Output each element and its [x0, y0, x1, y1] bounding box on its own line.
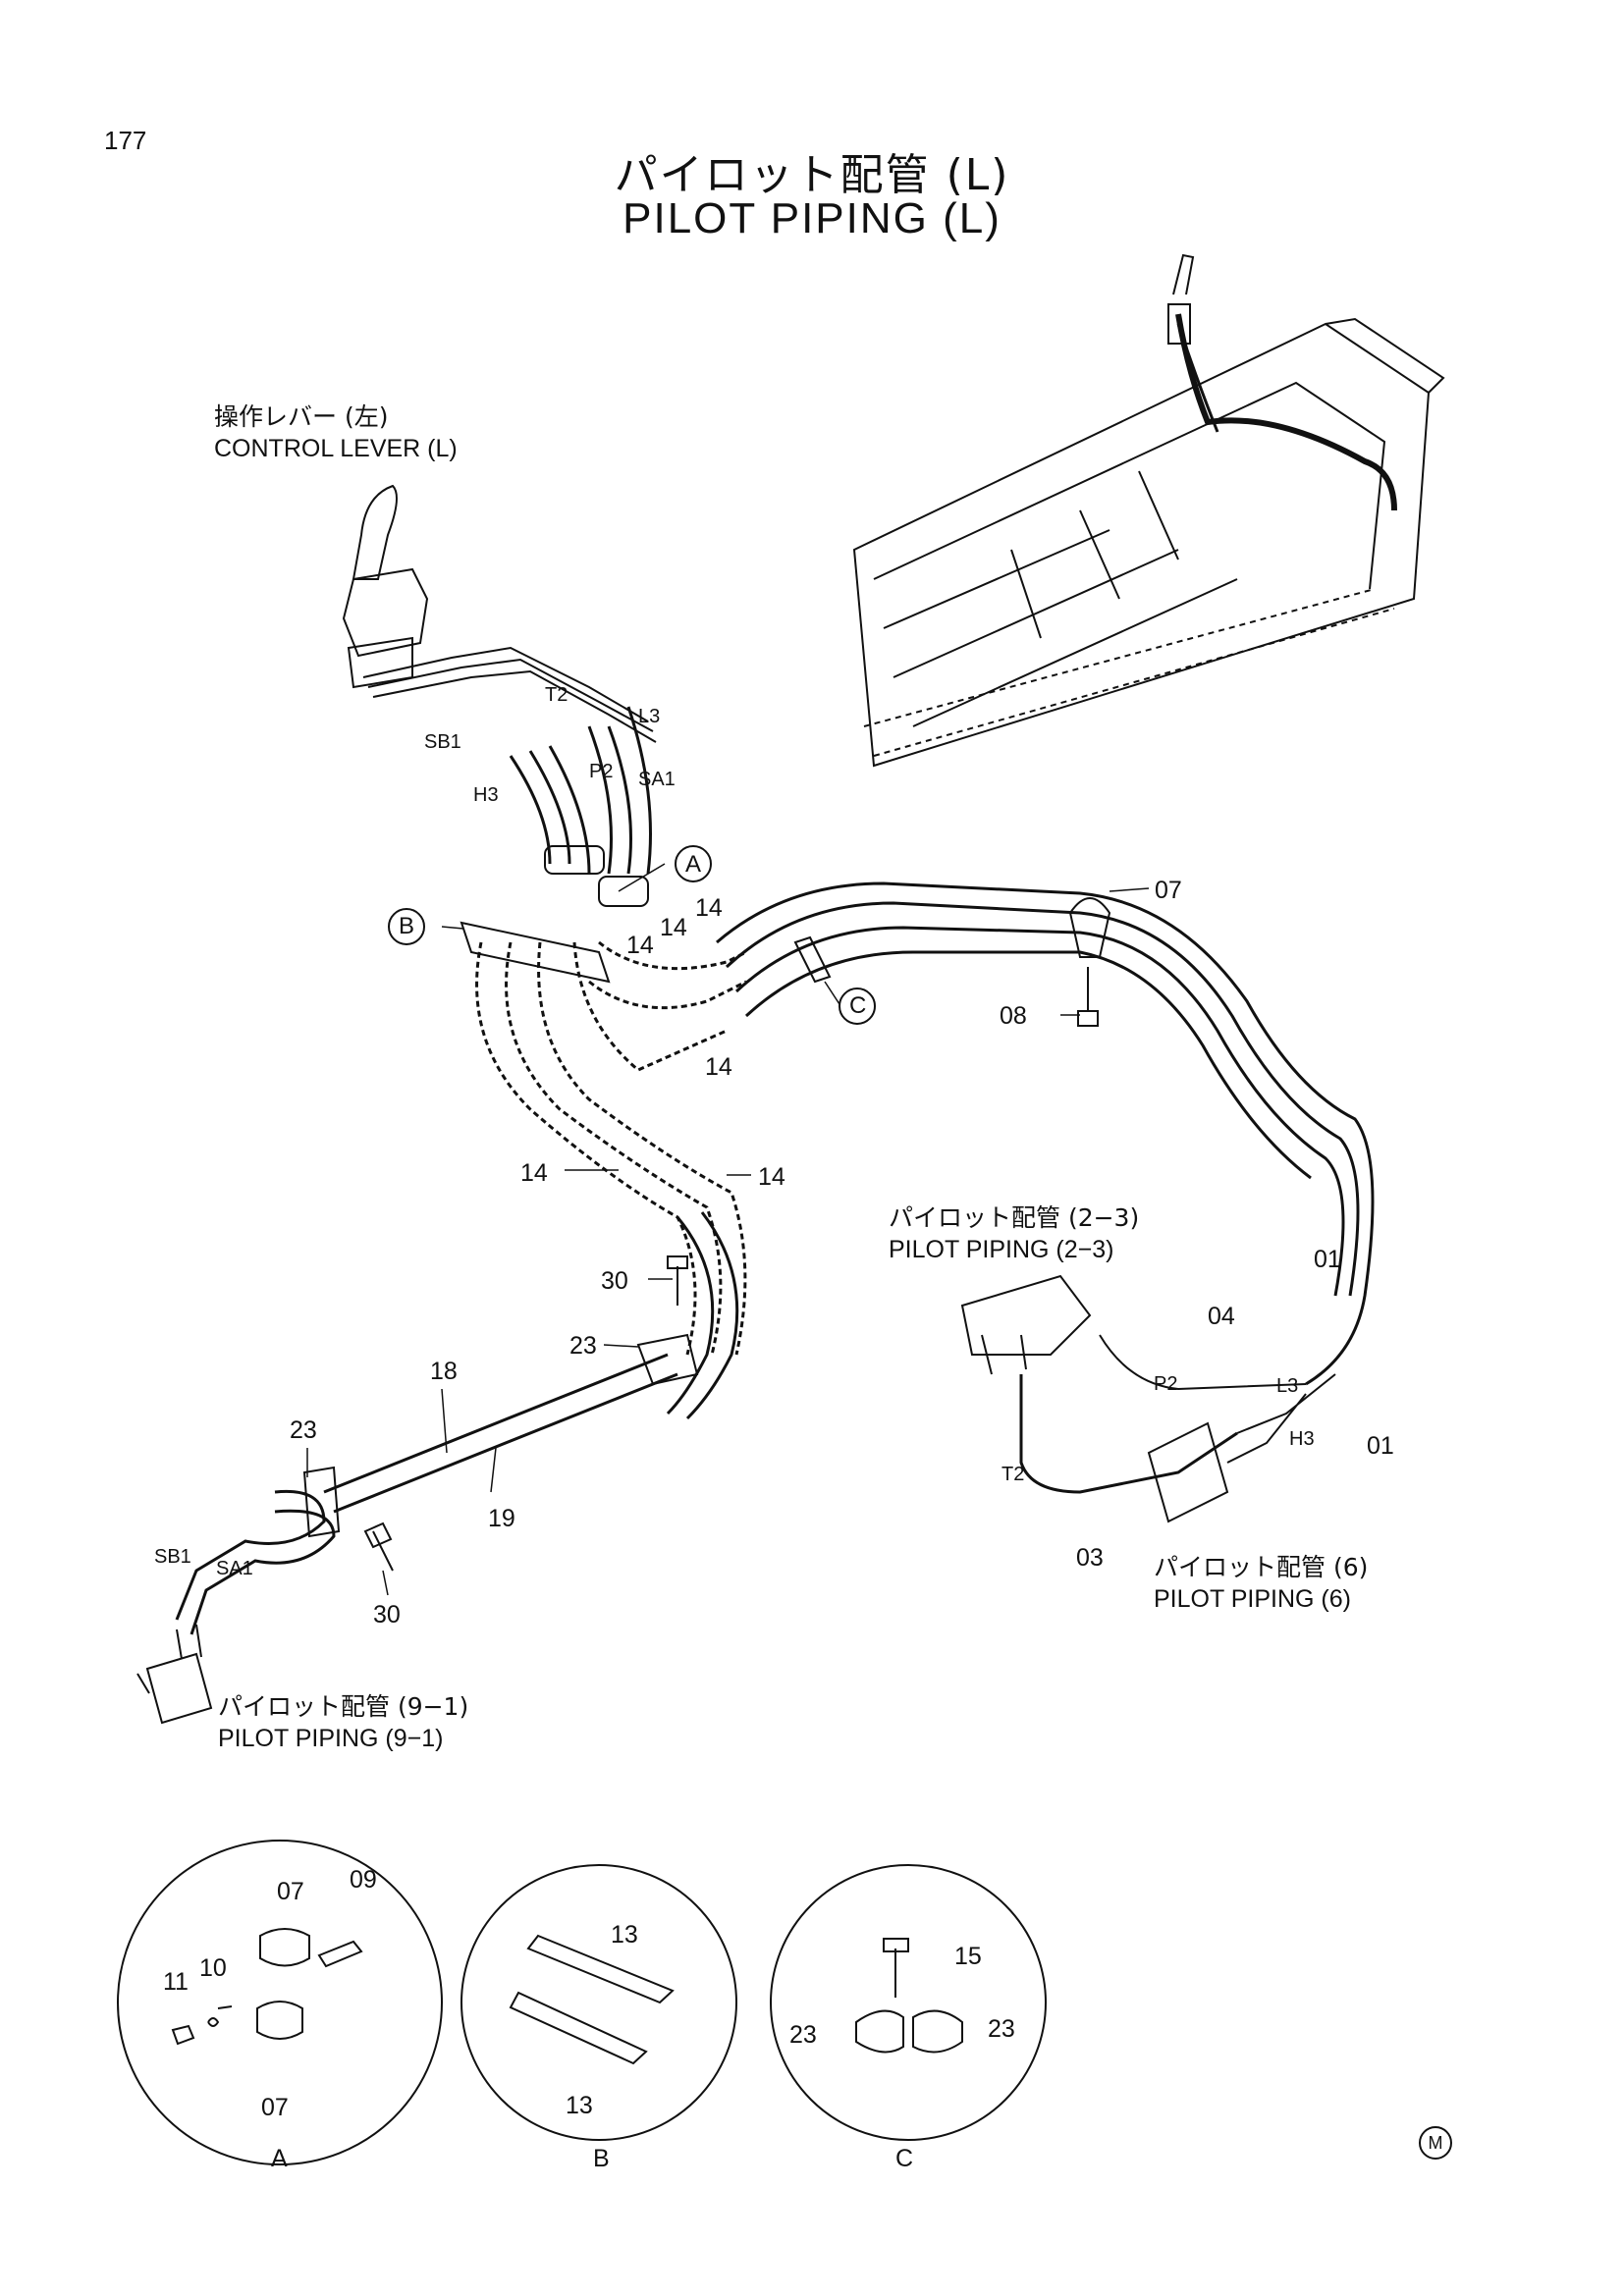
detail-a-part-11: 11	[163, 1968, 189, 1996]
hose-run-down	[175, 1211, 739, 1635]
clamp-c-drawing	[793, 935, 832, 984]
part-23-label: 23	[569, 1332, 597, 1360]
valve-block-6-drawing	[1147, 1373, 1336, 1523]
port-label-h3: H3	[473, 784, 499, 806]
part-14-label: 14	[660, 914, 687, 941]
control-lever-label-jp: 操作レバー (左)	[214, 402, 389, 431]
page-number: 177	[104, 126, 147, 155]
clamp-23-upper-drawing	[636, 1333, 699, 1386]
detail-c-part-15: 15	[954, 1943, 982, 1970]
part-03-label: 03	[1076, 1544, 1104, 1572]
bolt-30-lower-drawing	[363, 1522, 394, 1572]
detail-c-part-23-left: 23	[789, 2021, 817, 2049]
detail-a-part-07-bottom: 07	[261, 2094, 289, 2121]
pilot-9-1-label-en: PILOT PIPING (9−1)	[218, 1725, 444, 1752]
part-14-label: 14	[520, 1159, 548, 1187]
part-14-label: 14	[758, 1163, 785, 1191]
part-08-label: 08	[1000, 1002, 1027, 1030]
port-label-p2: P2	[589, 761, 614, 782]
title-english: PILOT PIPING (L)	[623, 194, 1001, 242]
part-18-label: 18	[430, 1358, 458, 1385]
detail-c-circle	[770, 1864, 1047, 2141]
detail-circles	[117, 1840, 1047, 2165]
callout-circle-a	[675, 845, 712, 882]
port-label-t2-right: T2	[1001, 1464, 1025, 1485]
part-01-label: 01	[1367, 1432, 1394, 1460]
bolt-30-upper-drawing	[667, 1255, 688, 1306]
detail-c-part-23-right: 23	[988, 2015, 1015, 2043]
port-label-l3: L3	[638, 706, 661, 727]
valve-2-3-drawing	[960, 1274, 1307, 1391]
hose-03-drawing	[1019, 1374, 1238, 1494]
part-14-label: 14	[695, 894, 723, 922]
detail-a-part-10: 10	[199, 1954, 227, 1982]
detail-a-part-07-top: 07	[277, 1878, 304, 1905]
part-14-label: 14	[705, 1053, 732, 1081]
clamp-07-drawing	[1068, 897, 1111, 958]
port-label-sa1: SA1	[638, 769, 676, 790]
port-label-t2: T2	[545, 684, 568, 706]
detail-a-label: A	[271, 2145, 288, 2172]
port-label-p2-right: P2	[1154, 1373, 1178, 1395]
detail-b-parts	[509, 1934, 675, 2065]
pilot-2-3-label-jp: パイロット配管 (2−3)	[889, 1203, 1140, 1232]
detail-c-parts	[855, 1938, 963, 2054]
control-lever-label-en: CONTROL LEVER (L)	[214, 435, 458, 462]
port-label-sb1: SB1	[424, 731, 461, 753]
callout-c: C	[849, 992, 867, 1019]
callout-circle-c	[839, 988, 876, 1025]
title-japanese: パイロット配管 (L)	[614, 150, 1010, 200]
port-label-h3-right: H3	[1289, 1428, 1315, 1450]
part-30-label: 30	[601, 1267, 628, 1295]
port-label-l3-right: L3	[1276, 1375, 1299, 1397]
part-30-label: 30	[373, 1601, 401, 1629]
detail-a-circle	[117, 1840, 443, 2165]
control-lever-drawing	[342, 484, 657, 907]
pilot-9-1-label-jp: パイロット配管 (9−1)	[218, 1692, 469, 1721]
detail-b-part-13-top: 13	[611, 1921, 638, 1949]
leader-lines	[306, 863, 1150, 1596]
part-04-label: 04	[1208, 1303, 1235, 1330]
detail-b-part-13-bottom: 13	[566, 2092, 593, 2119]
port-label-sa1-lower: SA1	[216, 1558, 253, 1579]
part-14-label: 14	[626, 932, 654, 959]
part-19-label: 19	[488, 1505, 515, 1532]
machine-frame-drawing	[852, 253, 1445, 768]
part-23-label: 23	[290, 1416, 317, 1444]
detail-b-circle	[460, 1864, 737, 2141]
hose-spring-guards	[475, 940, 747, 1356]
pilot-2-3-label-en: PILOT PIPING (2−3)	[889, 1236, 1114, 1263]
valve-block-9-1-drawing	[136, 1624, 213, 1725]
port-label-sb1-lower: SB1	[154, 1546, 191, 1568]
detail-a-parts	[171, 1928, 363, 2046]
bolt-08-drawing	[1077, 967, 1099, 1027]
callout-b: B	[399, 913, 415, 939]
detail-c-label: C	[895, 2145, 914, 2172]
pilot-6-label-en: PILOT PIPING (6)	[1154, 1585, 1351, 1613]
part-07-label: 07	[1155, 877, 1182, 904]
part-01-label: 01	[1314, 1246, 1341, 1273]
m-mark: M	[1419, 2126, 1452, 2160]
callout-circles	[388, 845, 876, 1025]
clamp-b-drawing	[460, 921, 611, 984]
callout-a: A	[685, 851, 702, 878]
hose-run-right	[716, 881, 1375, 1386]
pilot-6-label-jp: パイロット配管 (6)	[1154, 1553, 1369, 1581]
callout-circle-b	[388, 908, 425, 945]
detail-a-part-09: 09	[350, 1866, 377, 1894]
detail-b-label: B	[593, 2145, 610, 2172]
clamp-23-lower-drawing	[302, 1466, 341, 1538]
